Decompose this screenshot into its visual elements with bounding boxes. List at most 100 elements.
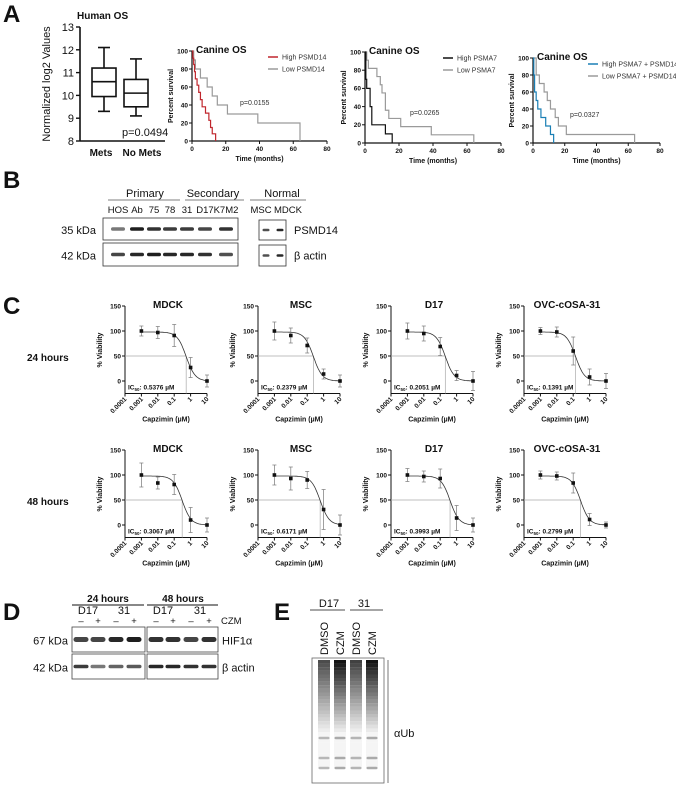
blot-membrane bbox=[258, 244, 287, 267]
blot-band bbox=[111, 227, 125, 231]
km-y-tick-label: 80 bbox=[181, 66, 189, 73]
dose-x-tick-label: 1 bbox=[453, 540, 461, 548]
dose-y-tick-label: 150 bbox=[243, 447, 254, 454]
ubiquitin-smear bbox=[318, 714, 330, 718]
km-legend-label: High PSMA7 + PSMD14 bbox=[602, 62, 676, 69]
km-y-tick-label: 0 bbox=[357, 140, 361, 147]
dose-x-tick-label: 0.01 bbox=[413, 396, 427, 410]
km-y-tick-label: 20 bbox=[522, 123, 530, 130]
dose-y-axis-label: % Viability bbox=[230, 476, 237, 511]
dose-data-point bbox=[321, 507, 326, 512]
km-x-tick-label: 60 bbox=[625, 148, 633, 155]
km-title: Canine OS bbox=[196, 45, 247, 56]
ubiquitin-smear bbox=[318, 670, 330, 675]
ubiquitin-smear bbox=[318, 706, 330, 711]
ubiquitin-smear bbox=[350, 750, 362, 754]
ic50-value: 0.2799 bbox=[543, 529, 563, 536]
dose-x-tick-label: 0.1 bbox=[432, 396, 444, 408]
dose-data-point bbox=[454, 516, 459, 520]
dose-x-axis-label: Capzimin (µM) bbox=[408, 417, 456, 424]
dose-x-axis-label: Capzimin (µM) bbox=[541, 561, 589, 568]
dose-data-point bbox=[272, 473, 277, 477]
km-x-tick-label: 0 bbox=[363, 148, 367, 155]
ubiquitin-smear bbox=[366, 699, 378, 704]
ic50-colon: : bbox=[539, 529, 543, 536]
boxplot-y-tick-label: 9 bbox=[68, 113, 74, 125]
ubiquitin-smear bbox=[334, 714, 346, 718]
ubiquitin-smear bbox=[318, 732, 330, 736]
ubiquitin-smear bbox=[334, 685, 346, 689]
blot-band bbox=[130, 227, 144, 231]
dose-plot-title: MSC bbox=[290, 300, 312, 311]
ic50-colon: : bbox=[140, 385, 144, 392]
dose-y-tick-label: 100 bbox=[110, 472, 121, 479]
dose-data-point bbox=[305, 343, 309, 348]
dose-plot-title: MDCK bbox=[153, 300, 184, 311]
dose-plot-title: OVC-cOSA-31 bbox=[534, 300, 601, 311]
dose-data-point bbox=[538, 329, 543, 333]
ubiquitin-smear bbox=[334, 674, 346, 679]
dose-data-point bbox=[338, 379, 342, 383]
dose-data-point bbox=[205, 379, 209, 383]
dose-x-tick-label: 0.0001 bbox=[242, 540, 261, 559]
ic50-label: IC50: 0.6171 µM bbox=[261, 529, 307, 537]
ubiquitin-smear bbox=[350, 710, 362, 715]
km-x-axis-label: Time (months) bbox=[572, 158, 620, 165]
km-x-tick-label: 0 bbox=[190, 146, 194, 153]
dose-plot-title: MDCK bbox=[153, 444, 184, 455]
dose-y-axis-label: % Viability bbox=[97, 332, 104, 367]
dose-x-axis-label: Capzimin (µM) bbox=[142, 417, 190, 424]
ubiquitin-smear bbox=[350, 696, 362, 700]
ic50-prefix: IC bbox=[128, 385, 135, 392]
blot-protein-label: β actin bbox=[294, 251, 327, 263]
blot-band bbox=[262, 254, 270, 257]
km-legend-label: High PSMA7 bbox=[457, 56, 497, 63]
blot-band bbox=[262, 228, 270, 232]
ubiquitin-smear bbox=[350, 685, 362, 689]
ubiquitin-smear bbox=[366, 706, 378, 711]
ubiquitin-smear bbox=[350, 724, 362, 729]
km-pvalue: p=0.0155 bbox=[240, 100, 269, 107]
blot-band bbox=[165, 637, 181, 642]
ic50-prefix: IC bbox=[261, 529, 268, 536]
panel-label-e: E bbox=[274, 599, 290, 626]
ubiquitin-smear bbox=[350, 692, 362, 697]
blot-lane-label: K7M2 bbox=[214, 205, 239, 216]
dose-y-tick-label: 0 bbox=[117, 522, 121, 529]
blot-membrane bbox=[258, 219, 287, 241]
ubiquitin-smear bbox=[318, 710, 330, 715]
ubiquitin-smear bbox=[350, 681, 362, 686]
blot-cell-label: D17 bbox=[78, 605, 98, 617]
ubiquitin-smear bbox=[334, 753, 346, 758]
ubiquitin-smear bbox=[334, 678, 346, 682]
ubiquitin-smear bbox=[350, 660, 362, 664]
km-series-line bbox=[192, 50, 301, 141]
blot-cell-label: 31 bbox=[358, 598, 370, 610]
blot-band bbox=[180, 227, 194, 231]
km-y-tick-label: 80 bbox=[522, 72, 530, 79]
ic50-prefix: IC bbox=[128, 529, 135, 536]
ubiquitin-smear bbox=[318, 721, 330, 725]
km-y-tick-label: 20 bbox=[354, 122, 362, 129]
km-series-line bbox=[533, 57, 555, 143]
blot-cell-label: D17 bbox=[319, 598, 339, 610]
dose-data-point bbox=[538, 473, 543, 477]
dose-data-point bbox=[471, 379, 475, 383]
ubiquitin-smear bbox=[350, 714, 362, 718]
ubiquitin-smear bbox=[334, 663, 346, 668]
ic50-subscript: 50 bbox=[268, 531, 274, 536]
blot-lane-label: CZM bbox=[367, 631, 379, 655]
blot-band bbox=[276, 254, 284, 257]
blot-group-label: Normal bbox=[264, 188, 299, 200]
km-x-tick-label: 40 bbox=[593, 148, 601, 155]
dose-x-tick-label: 0.1 bbox=[565, 540, 577, 552]
blot-cell-label: 31 bbox=[118, 605, 130, 617]
dose-x-tick-label: 0.0001 bbox=[375, 540, 394, 559]
dose-x-tick-label: 0.001 bbox=[527, 396, 544, 413]
boxplot-ylabel: Normalized log2 Values bbox=[41, 26, 53, 142]
boxplot-y-tick-label: 12 bbox=[62, 45, 74, 57]
blot-lane-label: MSC bbox=[250, 205, 271, 216]
dose-x-tick-label: 0.001 bbox=[394, 396, 411, 413]
